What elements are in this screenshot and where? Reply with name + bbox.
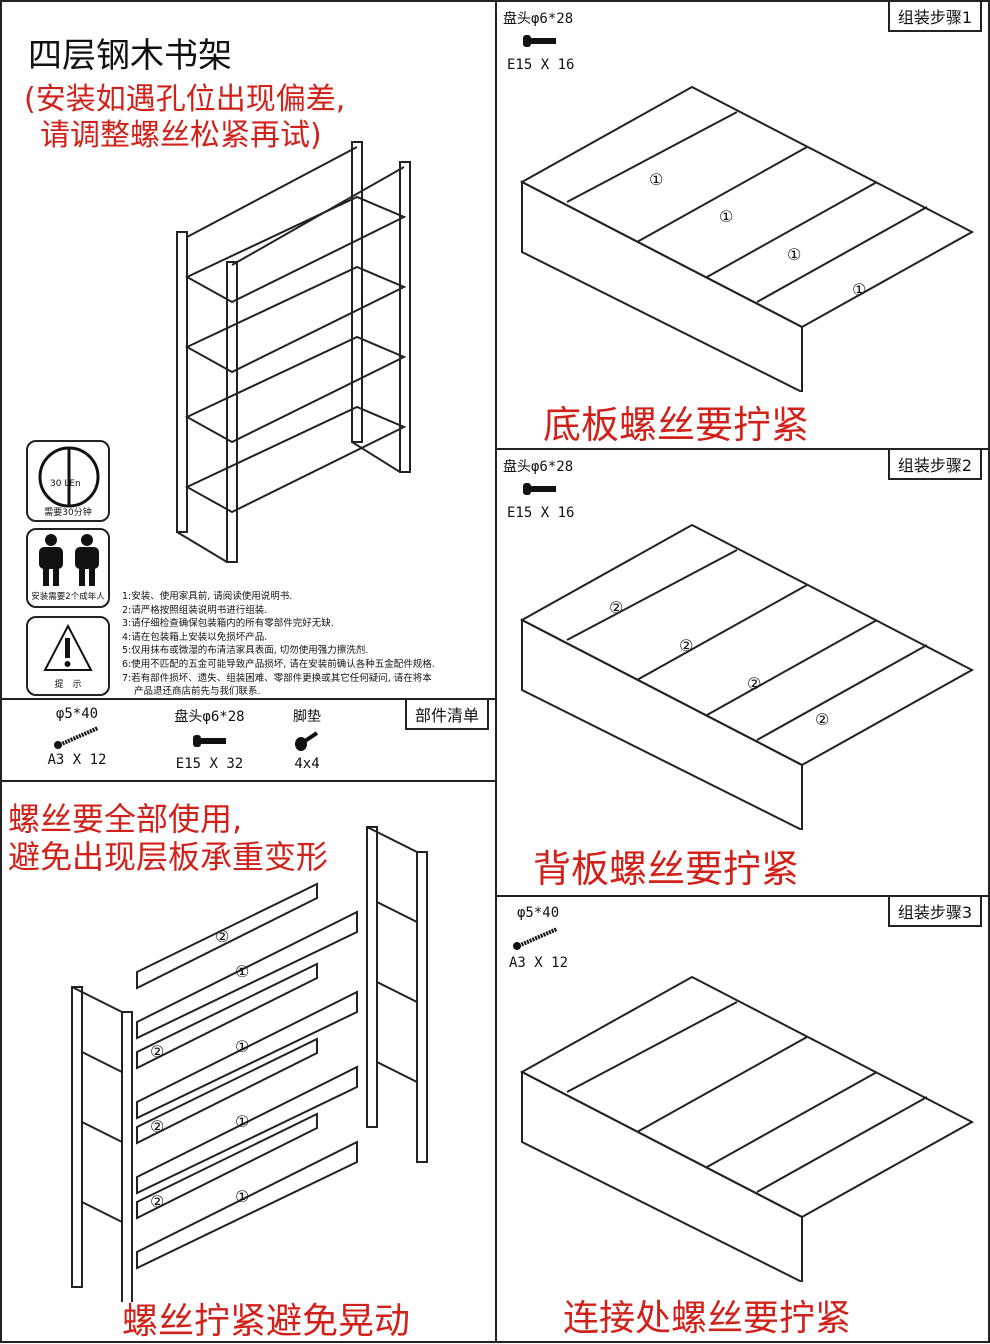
exploded-view-panel: 螺丝要全部使用, 避免出现层板承重变形 ② ① ② ① ② ① ② ① 螺丝拧紧… <box>0 780 497 1343</box>
pan-head-screw-icon <box>523 35 556 47</box>
step-caption: 连接处螺丝要拧紧 <box>563 1298 852 1339</box>
part-spec: E15 X 32 <box>175 756 244 772</box>
panel-marker: ① <box>649 170 664 189</box>
foot-pad-icon <box>295 731 319 751</box>
panel-marker: ② <box>815 710 830 729</box>
step-part-spec: A3 X 12 <box>509 955 569 971</box>
step-part-spec: E15 X 16 <box>507 57 575 73</box>
step-part-name: φ5*40 <box>517 905 560 921</box>
page-title: 四层钢木书架 <box>28 36 232 76</box>
part-name: 脚垫 <box>293 709 321 725</box>
step-tag: 组装步骤3 <box>887 897 982 927</box>
note-item: 1:安装、使用家具前, 请阅读使用说明书. <box>122 591 293 602</box>
panel-marker: ② <box>150 1042 165 1061</box>
note-item: 产品退还商店前先与我们联系. <box>134 686 261 698</box>
people-label: 安装需要2个成年人 <box>31 592 105 602</box>
step-2-panel: 组装步骤2 盘头φ6*28 E15 X 16 ② ② ② ② 背板螺丝要拧紧 <box>495 448 990 897</box>
panel-marker: ② <box>609 598 624 617</box>
panel-marker: ① <box>852 280 867 299</box>
note-item: 2:请严格按照组装说明书进行组装. <box>122 604 268 616</box>
shelf-boards <box>184 195 407 514</box>
step-caption: 背板螺丝要拧紧 <box>533 847 800 891</box>
overview-panel: 四层钢木书架 (安装如遇孔位出现偏差, 请调整螺丝松紧再试) 30 LEn 需要… <box>0 0 497 700</box>
part-wood-screw: φ5*40 A3 X 12 <box>47 706 107 768</box>
panel-marker: ① <box>235 962 250 981</box>
panel-marker: ① <box>235 1112 250 1131</box>
step-part-spec: E15 X 16 <box>507 505 575 521</box>
panel-marker: ② <box>150 1192 165 1211</box>
step-part-name: 盘头φ6*28 <box>503 459 574 475</box>
warning-line-2: 请调整螺丝松紧再试) <box>40 118 322 153</box>
warning-label: 提 示 <box>54 680 82 690</box>
panel-marker: ② <box>215 927 230 946</box>
part-spec: A3 X 12 <box>47 752 107 768</box>
note-item: 3:请仔细检查确保包装箱内的所有零部件完好无缺. <box>122 618 334 630</box>
step-3-panel: 组装步骤3 φ5*40 A3 X 12 连接处螺丝要拧紧 <box>495 895 990 1343</box>
part-pan-head-screw: 盘头φ6*28 E15 X 32 <box>167 706 252 772</box>
exploded-bottom-caption: 螺丝拧紧避免晃动 <box>122 1301 411 1342</box>
panel-marker: ② <box>679 636 694 655</box>
panel-marker: ② <box>150 1117 165 1136</box>
step-1-illustration <box>519 85 975 392</box>
part-name: 盘头φ6*28 <box>174 709 245 725</box>
exploded-illustration <box>71 826 428 1302</box>
note-item: 6:使用不匹配的五金可能导致产品损坏, 请在安装前确认各种五金配件规格. <box>122 658 435 670</box>
clock-label: 需要30分钟 <box>44 508 92 518</box>
bookshelf-illustration <box>176 141 411 563</box>
note-item: 7:若有部件损坏、遗失、组装困难、零部件更换或其它任何疑问, 请在将本 <box>122 672 432 684</box>
panel-marker: ① <box>235 1037 250 1056</box>
step-caption: 底板螺丝要拧紧 <box>543 403 810 447</box>
note-item: 5:仅用抹布或微湿的布清洁家具表面, 切勿使用强力擦洗剂. <box>122 645 369 657</box>
parts-list-tag: 部件清单 <box>404 700 489 730</box>
exploded-caption-2: 避免出现层板承重变形 <box>8 838 329 876</box>
part-foot-pad: 脚垫 4x4 <box>282 706 332 772</box>
step-tag: 组装步骤2 <box>887 450 982 480</box>
parts-list-panel: 部件清单 φ5*40 A3 X 12 盘头φ6*28 E15 X 32 脚垫 4… <box>0 698 497 782</box>
step-tag: 组装步骤1 <box>887 2 982 32</box>
two-people-icon: 安装需要2个成年人 <box>26 528 110 608</box>
wood-screw-icon <box>54 726 99 749</box>
part-name: φ5*40 <box>55 706 99 722</box>
step-1-panel: 组装步骤1 盘头φ6*28 E15 X 16 ① ① ① ① 底板螺丝要拧紧 <box>495 0 990 450</box>
notes-list: 1:安装、使用家具前, 请阅读使用说明书. 2:请严格按照组装说明书进行组装. … <box>122 590 435 699</box>
part-spec: 4x4 <box>294 756 320 772</box>
wood-screw-icon <box>513 927 558 950</box>
panel-marker: ① <box>235 1187 250 1206</box>
pan-head-screw-icon <box>192 735 226 747</box>
panel-marker: ② <box>747 674 762 693</box>
panel-marker: ① <box>719 207 734 226</box>
step-part-name: 盘头φ6*28 <box>503 11 574 27</box>
step-3-illustration <box>519 975 975 1282</box>
warning-icon: 提 示 <box>26 616 110 696</box>
note-item: 4:请在包装箱上安装以免损坏产品. <box>122 631 268 643</box>
clock-text: 30 LEn <box>50 479 81 489</box>
panel-marker: ① <box>787 245 802 264</box>
step-2-illustration <box>519 523 975 830</box>
warning-line-1: (安装如遇孔位出现偏差, <box>24 82 346 117</box>
pan-head-screw-icon <box>523 483 556 495</box>
clock-icon: 30 LEn 需要30分钟 <box>26 440 110 522</box>
exploded-caption-1: 螺丝要全部使用, <box>8 800 243 838</box>
